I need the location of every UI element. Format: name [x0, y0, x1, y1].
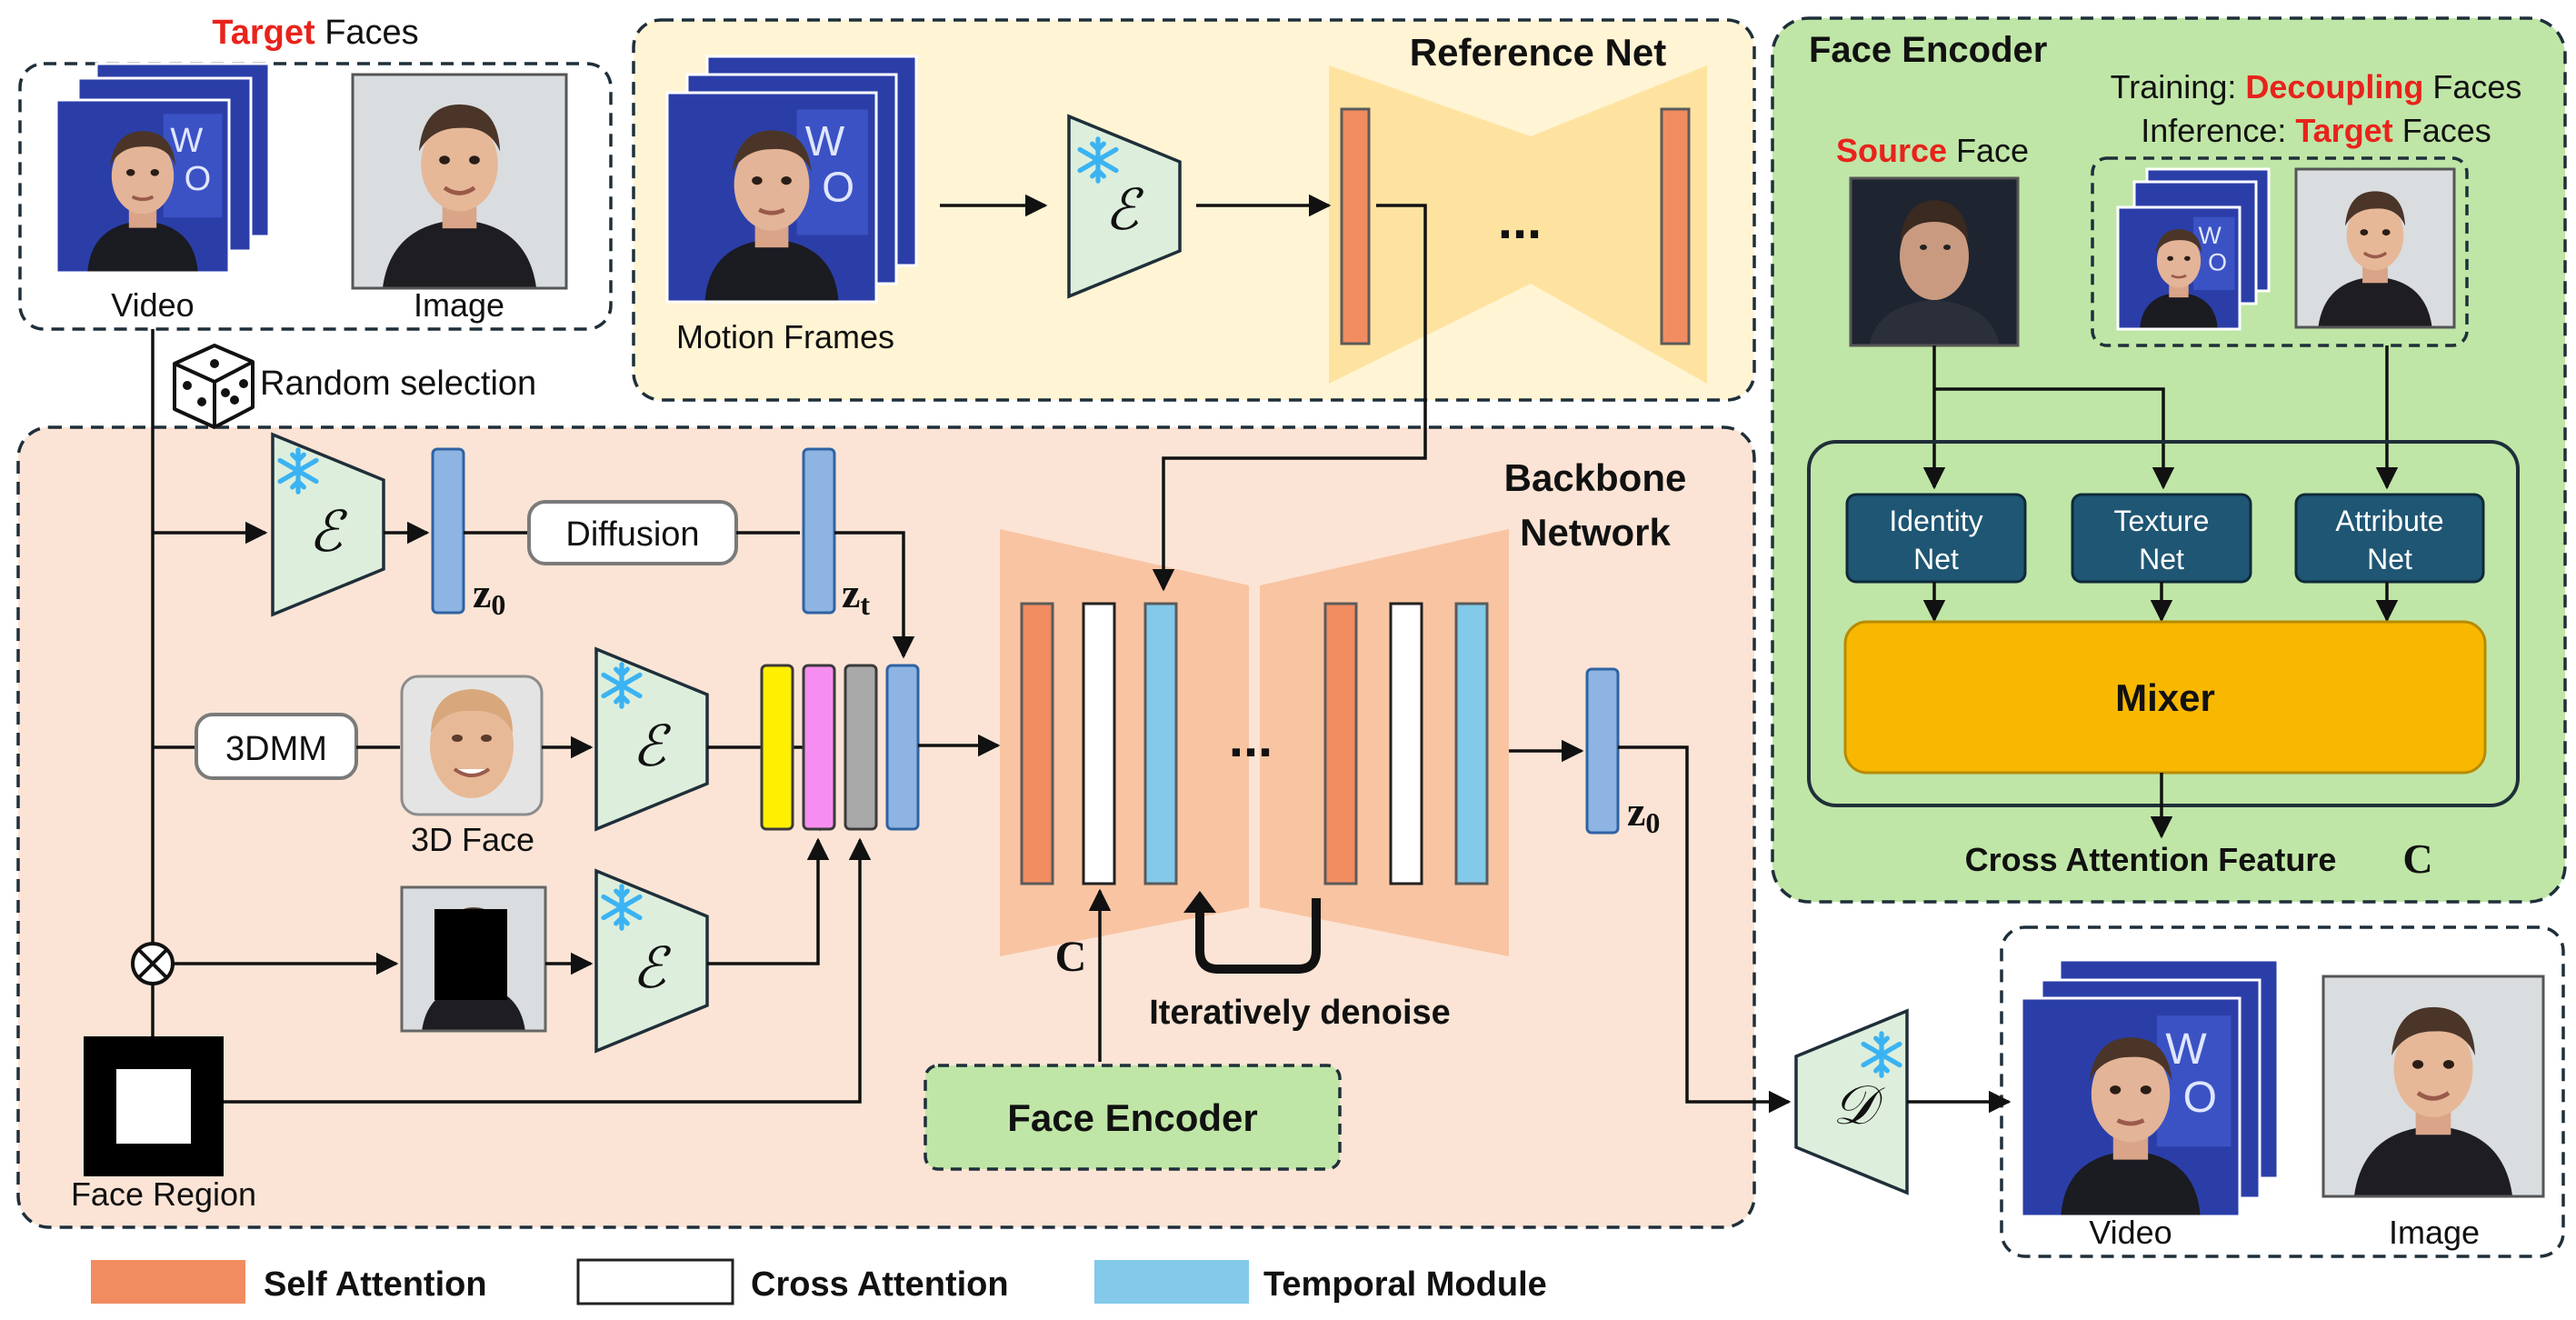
output-video-stack	[2022, 958, 2280, 1216]
unet-temporal-1	[1143, 602, 1178, 885]
face-encoder-panel-title: Face Encoder	[1809, 30, 2047, 70]
face-encoder-inner-frame	[1807, 440, 2520, 807]
cross-attention-c-label: C	[2402, 835, 2432, 882]
identity-net-line2: Net	[1913, 543, 1959, 575]
target-video-label: Video	[111, 286, 194, 324]
output-image-label: Image	[2389, 1214, 2480, 1251]
motion-frames-label: Motion Frames	[676, 318, 894, 355]
faces-word: Faces	[315, 14, 419, 52]
source-face-title: Source Face	[1836, 132, 2029, 169]
circled-times-icon	[131, 942, 175, 985]
face-encoder-box	[924, 1064, 1342, 1171]
unet-cross-attention-2	[1389, 602, 1423, 885]
3d-face-image	[400, 675, 544, 816]
inner-target-image	[2294, 167, 2456, 329]
legend-temporal-label: Temporal Module	[1263, 1265, 1547, 1304]
dice-icon	[173, 344, 255, 429]
target-video-stack	[55, 62, 271, 275]
encoder-symbol: ℰ	[632, 716, 671, 778]
target-faces-inner-box	[2091, 156, 2469, 347]
target-image	[353, 75, 566, 288]
encoder-symbol: ℰ	[1104, 180, 1143, 242]
legend: Self Attention Cross Attention Temporal …	[91, 1258, 1547, 1305]
motion-frames-stack	[667, 55, 918, 302]
face-region-label: Face Region	[71, 1175, 256, 1213]
concat-yellow-bar	[760, 664, 794, 831]
iteratively-denoise-label: Iteratively denoise	[1149, 994, 1451, 1032]
unet-self-attention-1	[1020, 602, 1054, 885]
concat-gray-bar	[844, 664, 878, 831]
unet-self-attention-2	[1323, 602, 1358, 885]
ref-self-attention-left	[1340, 107, 1371, 345]
unet-temporal-2	[1454, 602, 1489, 885]
z0-label: z0	[473, 570, 505, 621]
output-z0-bar	[1585, 667, 1620, 835]
face-region-mask	[84, 1036, 224, 1176]
identity-net-line1: Identity	[1889, 505, 1982, 537]
inner-video-stack	[2116, 167, 2271, 331]
encoder-symbol: ℰ	[632, 938, 671, 1000]
diffusion-label: Diffusion	[565, 515, 699, 554]
concat-blue-bar	[885, 664, 920, 831]
mixer-box	[1843, 620, 2487, 775]
target-faces-title: Target Faces	[212, 14, 418, 52]
mixer-label: Mixer	[2115, 676, 2215, 719]
encoder-row2: ℰ	[594, 646, 709, 832]
attribute-net-line2: Net	[2367, 543, 2412, 575]
ref-ellipsis: ...	[1498, 191, 1542, 250]
random-selection-label: Random selection	[260, 365, 536, 403]
texture-net: Texture Net	[2071, 493, 2252, 584]
output-z0-label: z0	[1627, 788, 1660, 839]
reference-unet: ...	[1329, 65, 1707, 384]
source-face-image	[1849, 176, 2020, 347]
legend-self-attention-swatch	[91, 1260, 245, 1304]
output-video-label: Video	[2089, 1214, 2172, 1251]
target-highlight: Target	[212, 14, 315, 52]
backbone-title-2: Network	[1520, 511, 1671, 554]
denoising-unet: ...	[1000, 529, 1509, 956]
encoder-row3: ℰ	[594, 868, 709, 1054]
latent-zt-bar	[802, 447, 836, 615]
face-encoder-box-label: Face Encoder	[1007, 1096, 1257, 1139]
reference-net-title: Reference Net	[1410, 31, 1666, 74]
latent-z0-bar	[431, 447, 465, 615]
zt-label: zt	[842, 570, 870, 621]
iterative-loop-arrow	[1195, 898, 1321, 974]
output-image	[2323, 976, 2543, 1196]
attribute-net-line1: Attribute	[2335, 505, 2443, 537]
concat-magenta-bar	[802, 664, 836, 831]
decoder: 𝒟	[1794, 1008, 1909, 1195]
backbone-c-label: C	[1055, 933, 1087, 981]
training-line: Training: Decoupling Faces	[2111, 68, 2522, 105]
ref-encoder: ℰ	[1067, 114, 1182, 299]
masked-face-image	[400, 885, 547, 1033]
inference-line: Inference: Target Faces	[2141, 112, 2491, 149]
legend-cross-attention-swatch	[576, 1258, 734, 1305]
legend-temporal-swatch	[1094, 1260, 1249, 1304]
ref-self-attention-right	[1660, 107, 1691, 345]
target-image-label: Image	[414, 286, 504, 324]
legend-cross-attention-label: Cross Attention	[751, 1265, 1009, 1304]
texture-net-line1: Texture	[2114, 505, 2210, 537]
encoder-symbol: ℰ	[308, 502, 347, 564]
unet-ellipsis: ...	[1229, 709, 1273, 768]
unet-cross-attention-1	[1082, 602, 1116, 885]
cross-attention-feature-label: Cross Attention Feature	[1965, 841, 2337, 878]
identity-net: Identity Net	[1845, 493, 2027, 584]
backbone-title-1: Backbone	[1504, 456, 1687, 499]
3dmm-label: 3DMM	[225, 730, 327, 768]
texture-net-line2: Net	[2139, 543, 2184, 575]
encoder-row1: ℰ	[271, 432, 385, 617]
3d-face-label: 3D Face	[411, 821, 534, 858]
attribute-net: Attribute Net	[2294, 493, 2485, 584]
legend-self-attention-label: Self Attention	[264, 1265, 487, 1304]
